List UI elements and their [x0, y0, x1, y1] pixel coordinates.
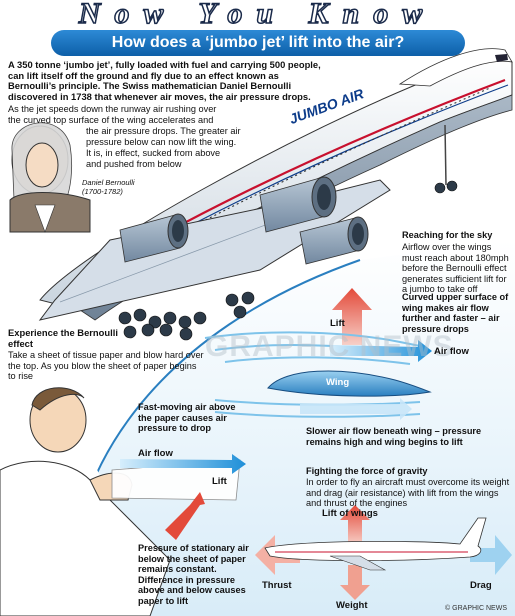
weight-label: Weight — [336, 600, 368, 611]
intro-body-line-1: As the jet speeds down the runway air ru… — [8, 104, 217, 114]
experience-text: Take a sheet of tissue paper and blow ha… — [8, 350, 204, 382]
experience-heading: Experience the Bernoulli effect — [8, 327, 118, 349]
intro-body-line-4: pressure below can now lift the wing. — [86, 137, 237, 147]
fast-air-text: Fast-moving air above the paper causes a… — [138, 402, 236, 434]
air-flow-arrow — [330, 340, 432, 362]
lift-of-wings-label: Lift of wings — [322, 508, 378, 519]
paper-air-flow-arrow — [120, 454, 246, 474]
copyright: © GRAPHIC NEWS — [445, 605, 507, 612]
weight-arrow — [340, 565, 370, 600]
intro-body-line-6: and pushed from below — [86, 159, 182, 169]
air-flow-label: Air flow — [434, 346, 469, 357]
intro-body-line-2: the curved top surface of the wing accel… — [8, 115, 214, 125]
paper-air-flow-label: Air flow — [138, 448, 173, 459]
sky-text: Airflow over the wings must reach about … — [402, 242, 509, 295]
bernoulli-portrait — [9, 122, 91, 233]
curved-surface-heading: Curved upper surface of wing makes air f… — [402, 292, 509, 334]
lift-label: Lift — [330, 318, 345, 329]
gravity-text: In order to fly an aircraft must overcom… — [306, 477, 510, 509]
wings-lift-arrow — [340, 505, 370, 545]
lift-arrow — [332, 288, 372, 345]
drag-arrow — [470, 535, 512, 575]
intro-body-line-5: It is, in effect, sucked from above — [86, 148, 221, 158]
person-illustration — [0, 387, 246, 616]
intro-body-line-3: the air pressure drops. The greater air — [86, 126, 241, 136]
portrait-dates: (1700-1782) — [82, 187, 123, 196]
wing-label: Wing — [326, 377, 350, 388]
wing-airfoil — [267, 370, 432, 397]
intro-paragraph: A 350 tonne ‘jumbo jet’, fully loaded wi… — [8, 59, 321, 102]
page-title: Now You Know — [78, 0, 437, 30]
pressure-text: Pressure of stationary air below the she… — [138, 543, 249, 606]
portrait-name: Daniel Bernoulli — [82, 178, 135, 187]
thrust-label: Thrust — [262, 580, 292, 591]
paper-lift-arrow — [165, 492, 205, 540]
wing-diagram — [204, 288, 432, 420]
slower-air-text: Slower air flow beneath wing – pressure … — [306, 426, 482, 447]
sky-heading: Reaching for the sky — [402, 230, 493, 240]
watermark: GRAPHIC NEWS — [205, 330, 454, 363]
gravity-heading: Fighting the force of gravity — [306, 466, 428, 476]
subtitle-banner: How does a ‘jumbo jet’ lift into the air… — [51, 30, 465, 56]
jumbo-jet — [38, 48, 513, 341]
forces-diagram — [255, 505, 512, 600]
drag-label: Drag — [470, 580, 492, 591]
paper-lift-label: Lift — [212, 476, 227, 487]
